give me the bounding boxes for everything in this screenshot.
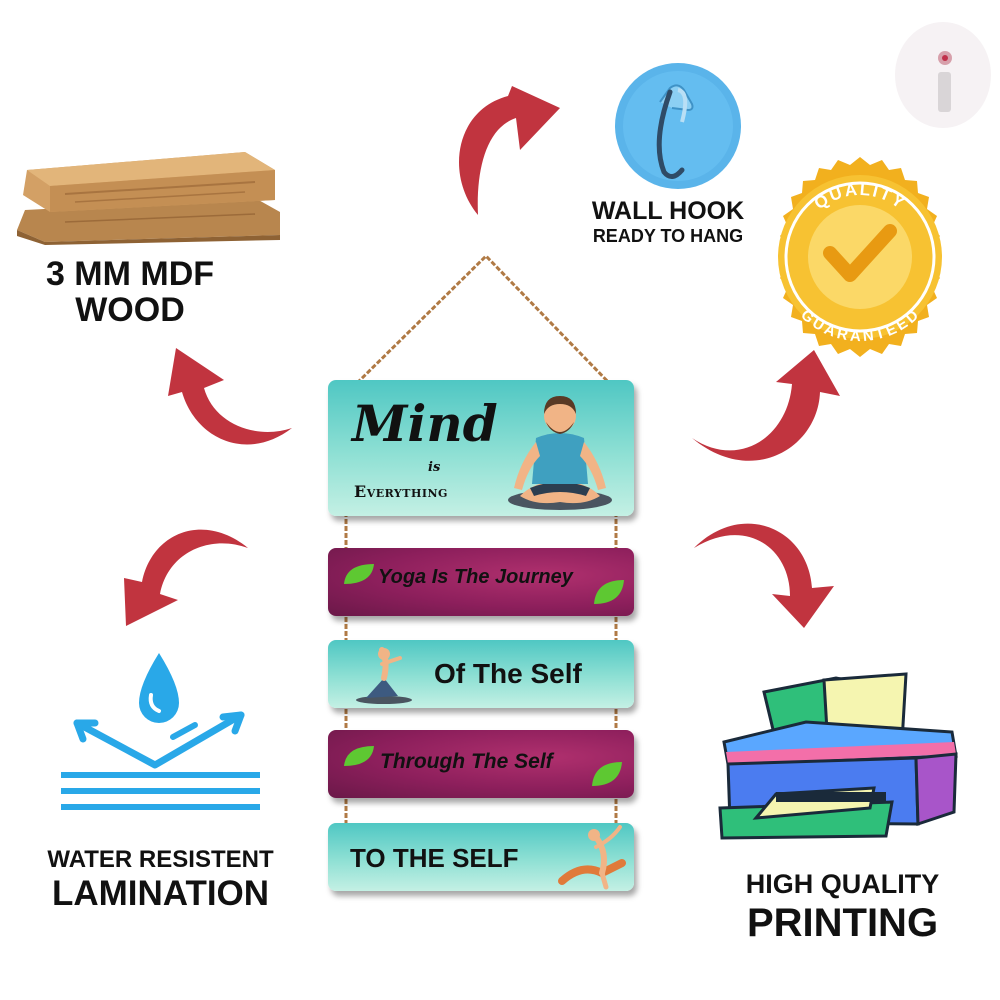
sign-plank-mind-is-everything: Mind is Everything [328, 380, 634, 516]
brand-logo [895, 22, 991, 128]
meditating-man-illustration [508, 396, 612, 510]
sign-plank-yoga-journey: Yoga Is The Journey [328, 548, 634, 616]
sign-plank-to-the-self: TO THE SELF [328, 823, 634, 891]
wood-planks-image [17, 152, 280, 245]
hook-feature-label: WALL HOOK READY TO HANG [563, 198, 773, 246]
plank2-text: Yoga Is The Journey [378, 566, 573, 588]
plank3-text: Of The Self [434, 658, 582, 689]
printer-icon [718, 672, 958, 840]
printing-feature-label: HIGH QUALITY PRINTING [710, 869, 975, 946]
water-feature-label: WATER RESISTENT LAMINATION [28, 847, 293, 913]
water-line2: LAMINATION [51, 874, 270, 914]
wood-feature-label: 3 MM MDF WOOD [20, 255, 240, 329]
printing-line1: HIGH QUALITY [745, 869, 940, 899]
wall-hook-image [615, 63, 741, 189]
arrow-to-printing [694, 523, 834, 628]
leaf-icon [592, 762, 622, 786]
wood-line2: WOOD [75, 290, 185, 329]
water-resistant-icon [61, 653, 260, 810]
leaf-icon [344, 564, 374, 584]
hook-line2: READY TO HANG [592, 226, 744, 247]
sign-plank-of-the-self: Of The Self [328, 640, 634, 708]
plank1-word-is: is [428, 460, 441, 475]
arrow-to-water [124, 529, 248, 626]
hook-line1: WALL HOOK [591, 197, 745, 225]
yoga-pose-woman-illustration [356, 647, 412, 704]
leaf-icon [344, 746, 374, 766]
leaf-icon [594, 580, 624, 604]
water-line1: WATER RESISTENT [47, 846, 274, 873]
plank1-word-mind: Mind [352, 394, 498, 453]
arrow-to-wood [168, 348, 292, 445]
sign-plank-through-the-self: Through The Self [328, 730, 634, 798]
yoga-pose-woman-illustration [558, 825, 626, 890]
plank4-text: Through The Self [380, 750, 553, 773]
arrow-to-quality [692, 350, 840, 461]
plank5-text: TO THE SELF [350, 843, 519, 873]
quality-guaranteed-badge: QUALITY GUARANTEED [778, 157, 942, 357]
arrow-to-wall-hook [459, 86, 560, 215]
wood-line1: 3 MM MDF [45, 255, 215, 293]
printing-line2: PRINTING [746, 901, 939, 946]
plank1-word-everything: Everything [354, 482, 448, 501]
